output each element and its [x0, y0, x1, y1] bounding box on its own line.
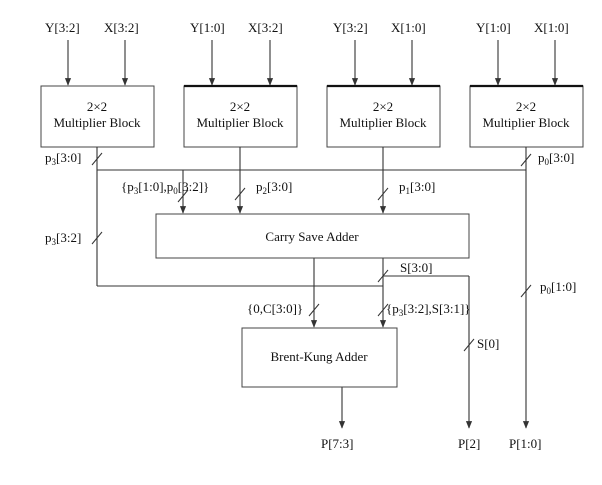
multiplier-block-3: 2×2 Multiplier Block	[469, 84, 584, 148]
signal-label-p0-lo: p0[1:0]	[540, 279, 576, 296]
multiplier-block-0-line1: 2×2	[87, 99, 107, 114]
input-label-y32-block2: Y[3:2]	[333, 20, 368, 35]
signal-label-concat-p3-p0: {p3[1:0],p0[3:2]}	[121, 179, 209, 196]
signal-label-sum: S[3:0]	[400, 260, 433, 275]
multiplier-block-1: 2×2 Multiplier Block	[183, 84, 298, 148]
signal-label-p2: p2[3:0]	[256, 179, 292, 196]
carry-save-adder-block: Carry Save Adder	[155, 213, 470, 259]
output-label-p73: P[7:3]	[321, 436, 354, 451]
multiplier-block-0: 2×2 Multiplier Block	[40, 85, 155, 148]
signal-label-s0: S[0]	[477, 336, 499, 351]
multiplier-block-3-line2: Multiplier Block	[482, 115, 570, 130]
output-label-p2: P[2]	[458, 436, 480, 451]
signal-label-p3-full: p3[3:0]	[45, 150, 81, 167]
signal-label-p0-full: p0[3:0]	[538, 150, 574, 167]
multiplier-block-2-line2: Multiplier Block	[339, 115, 427, 130]
signal-label-concat-p3-s: {p3[3:2],S[3:1]}	[386, 301, 471, 318]
input-label-y10-block1: Y[1:0]	[190, 20, 225, 35]
input-label-x10-block2: X[1:0]	[391, 20, 426, 35]
input-label-x10-block3: X[1:0]	[534, 20, 569, 35]
multiplier-block-2: 2×2 Multiplier Block	[326, 84, 441, 148]
input-label-x32-block0: X[3:2]	[104, 20, 139, 35]
signal-label-carry: {0,C[3:0]}	[247, 301, 303, 316]
input-label-x32-block1: X[3:2]	[248, 20, 283, 35]
input-label-y10-block3: Y[1:0]	[476, 20, 511, 35]
input-label-y32-block0: Y[3:2]	[45, 20, 80, 35]
signal-label-p1: p1[3:0]	[399, 179, 435, 196]
wiring	[96, 147, 530, 429]
brent-kung-adder-block: Brent-Kung Adder	[241, 327, 398, 388]
brent-kung-adder-label: Brent-Kung Adder	[270, 349, 368, 364]
bus-width-marks	[91, 152, 532, 352]
signal-label-p3-hi: p3[3:2]	[45, 230, 81, 247]
input-arrows	[64, 40, 559, 86]
carry-save-adder-label: Carry Save Adder	[265, 229, 359, 244]
output-label-p10: P[1:0]	[509, 436, 542, 451]
multiplier-block-0-line2: Multiplier Block	[53, 115, 141, 130]
multiplier-block-3-line1: 2×2	[516, 99, 536, 114]
multiplier-block-1-line1: 2×2	[230, 99, 250, 114]
multiplier-block-2-line1: 2×2	[373, 99, 393, 114]
multiplier-block-1-line2: Multiplier Block	[196, 115, 284, 130]
